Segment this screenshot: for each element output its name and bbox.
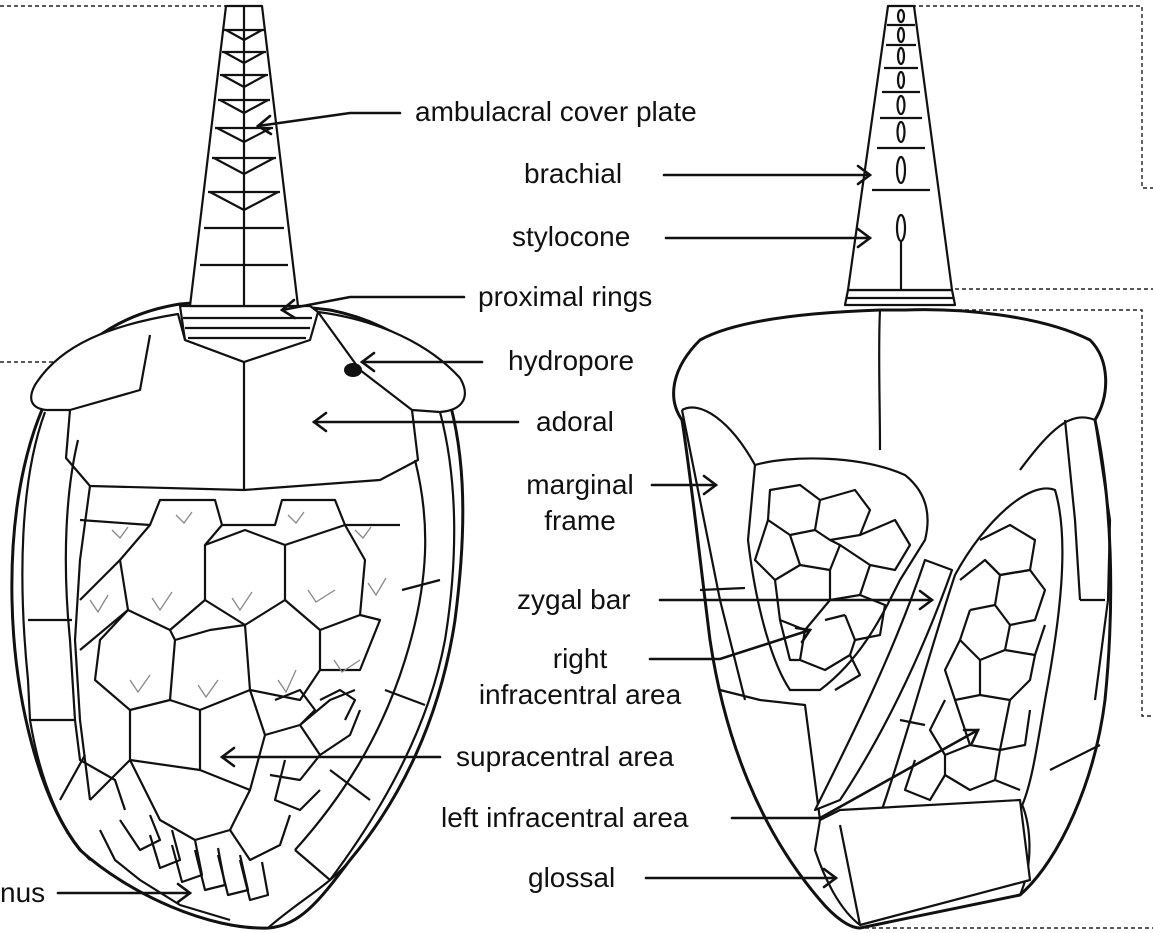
label-stylocone: stylocone [512, 221, 630, 252]
label-brachial: brachial [524, 158, 622, 189]
leader-ambulacral-cover-plate [258, 113, 400, 134]
label-marginal-frame-line2: frame [544, 505, 616, 536]
label-supracentral-area: supracentral area [456, 741, 674, 772]
label-glossal: glossal [528, 862, 615, 893]
left-specimen [12, 6, 465, 928]
label-adoral: adoral [536, 406, 614, 437]
hydropore-opening [344, 363, 362, 377]
left-aulacophore [180, 6, 318, 362]
label-right-infracentral-line1: right [553, 643, 608, 674]
right-aulacophore [845, 6, 955, 305]
leader-marginal-frame [652, 476, 716, 494]
label-anus-partial: nus [0, 877, 45, 908]
leader-brachial [664, 166, 870, 184]
label-hydropore: hydropore [508, 345, 634, 376]
label-left-infracentral-area: left infracentral area [441, 802, 689, 833]
label-zygal-bar: zygal bar [517, 584, 631, 615]
label-proximal-rings: proximal rings [478, 281, 652, 312]
label-marginal-frame-line1: marginal [526, 469, 633, 500]
leader-stylocone [666, 229, 870, 247]
label-right-infracentral-line2: infracentral area [479, 679, 682, 710]
right-specimen [674, 6, 1111, 928]
label-ambulacral-cover-plate: ambulacral cover plate [415, 96, 697, 127]
